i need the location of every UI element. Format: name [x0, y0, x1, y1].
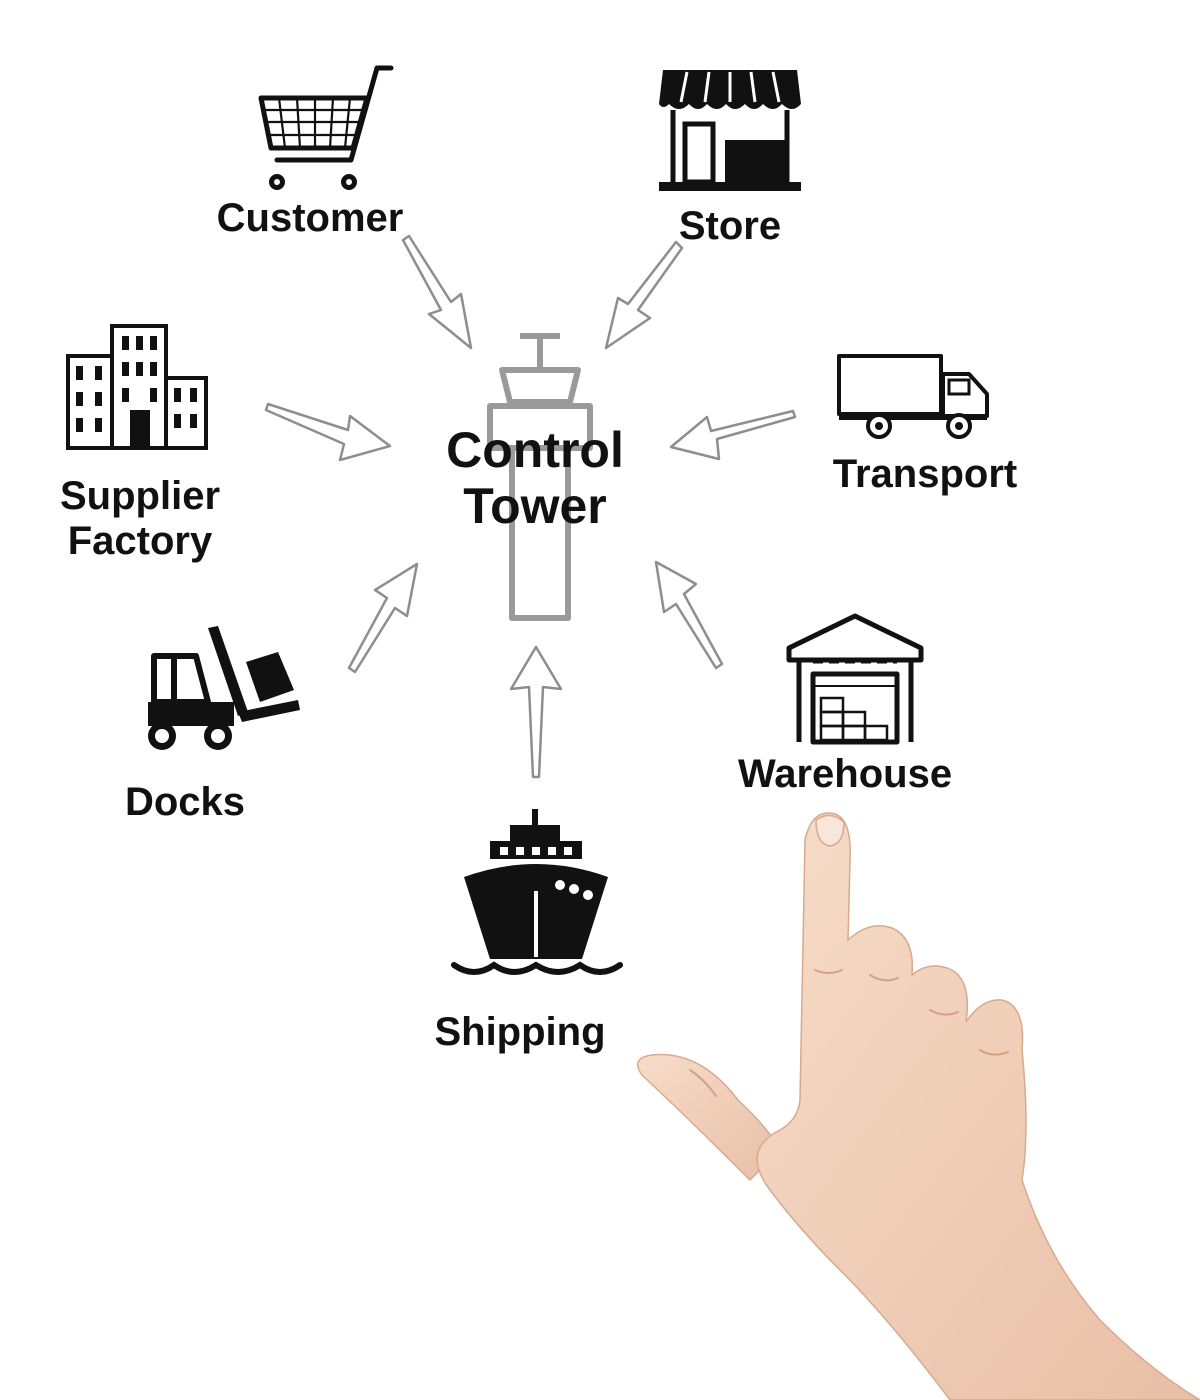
node-label-docks: Docks — [124, 780, 246, 824]
center-label-line-2: Tower — [463, 478, 607, 534]
node-label-customer: Customer — [216, 196, 404, 240]
arrow-supplier-to-center — [264, 402, 392, 462]
storefront-icon — [659, 70, 801, 191]
truck-icon — [837, 354, 989, 439]
arrow-docks-to-center — [347, 562, 419, 674]
arrow-shipping-to-center — [509, 645, 563, 779]
center-label-line-1: Control — [446, 422, 624, 478]
warehouse-icon — [786, 613, 924, 745]
center-label: Control Tower — [415, 422, 655, 534]
pointing-hand-image — [637, 812, 1200, 1400]
node-label-shipping: Shipping — [434, 1010, 606, 1054]
arrow-customer-to-center — [401, 234, 473, 350]
cargo-ship-icon — [451, 809, 623, 975]
node-label-transport: Transport — [832, 452, 1018, 496]
arrow-store-to-center — [604, 240, 684, 350]
arrow-warehouse-to-center — [654, 560, 724, 670]
factory-buildings-icon — [66, 324, 208, 450]
node-label-warehouse: Warehouse — [737, 752, 953, 796]
control-tower-icon — [487, 333, 593, 621]
forklift-icon — [148, 626, 300, 750]
arrow-transport-to-center — [669, 409, 797, 461]
shopping-cart-icon — [258, 65, 394, 190]
node-label-store: Store — [678, 204, 782, 248]
node-label-supplier: Supplier Factory — [59, 474, 221, 563]
